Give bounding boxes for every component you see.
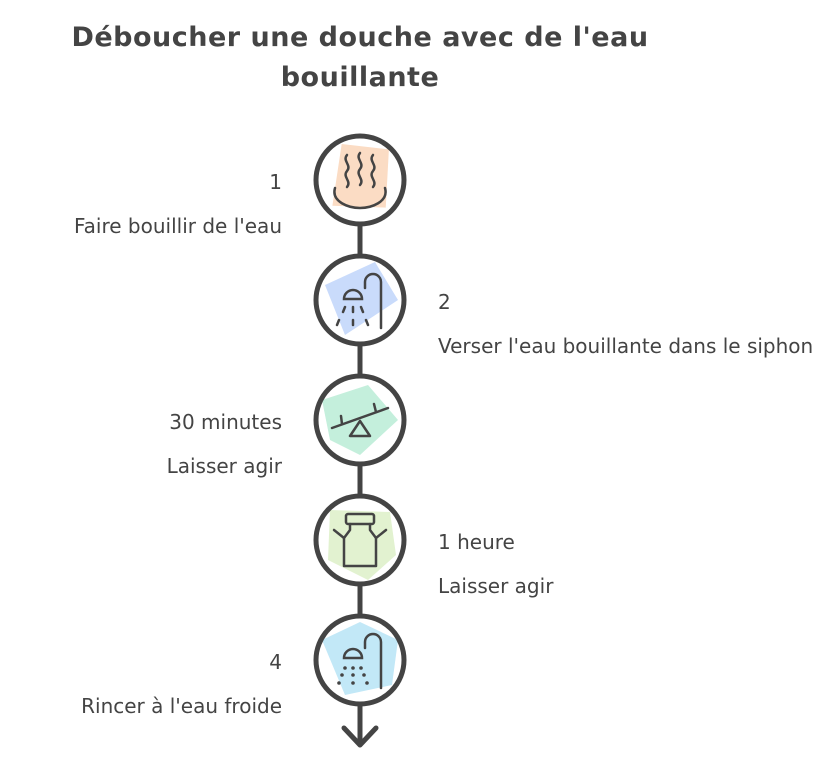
diagram-title: Déboucher une douche avec de l'eau bouil…	[71, 22, 649, 93]
step-5-node	[313, 613, 407, 707]
step-1-node	[313, 133, 407, 227]
step-4-marker: 1 heure	[438, 530, 515, 554]
step-4-text: Laisser agir	[438, 574, 554, 598]
seesaw-icon	[330, 402, 390, 438]
arrow-down-icon	[341, 725, 379, 748]
step-2-text: Verser l'eau bouillante dans le siphon	[438, 334, 814, 358]
step-5-text: Rincer à l'eau froide	[81, 694, 282, 718]
milk-jug-icon	[332, 512, 388, 568]
hot-spring-icon	[333, 151, 387, 210]
step-2-node	[313, 253, 407, 347]
step-4-node	[313, 493, 407, 587]
step-4-label: 1 heure Laisser agir	[438, 526, 553, 602]
step-1-marker: 1	[269, 170, 282, 194]
step-3-label: 30 minutes Laisser agir	[167, 406, 282, 482]
step-3-text: Laisser agir	[166, 454, 282, 478]
step-3-node	[313, 373, 407, 467]
step-5-label: 4 Rincer à l'eau froide	[81, 646, 282, 722]
step-3-marker: 30 minutes	[169, 410, 282, 434]
step-2-label: 2 Verser l'eau bouillante dans le siphon	[438, 286, 828, 362]
step-1-text: Faire bouillir de l'eau	[74, 214, 282, 238]
shower-dots-icon	[337, 632, 383, 690]
step-1-label: 1 Faire bouillir de l'eau	[74, 166, 282, 242]
shower-icon	[335, 272, 383, 330]
step-2-marker: 2	[438, 290, 451, 314]
step-5-marker: 4	[269, 650, 282, 674]
